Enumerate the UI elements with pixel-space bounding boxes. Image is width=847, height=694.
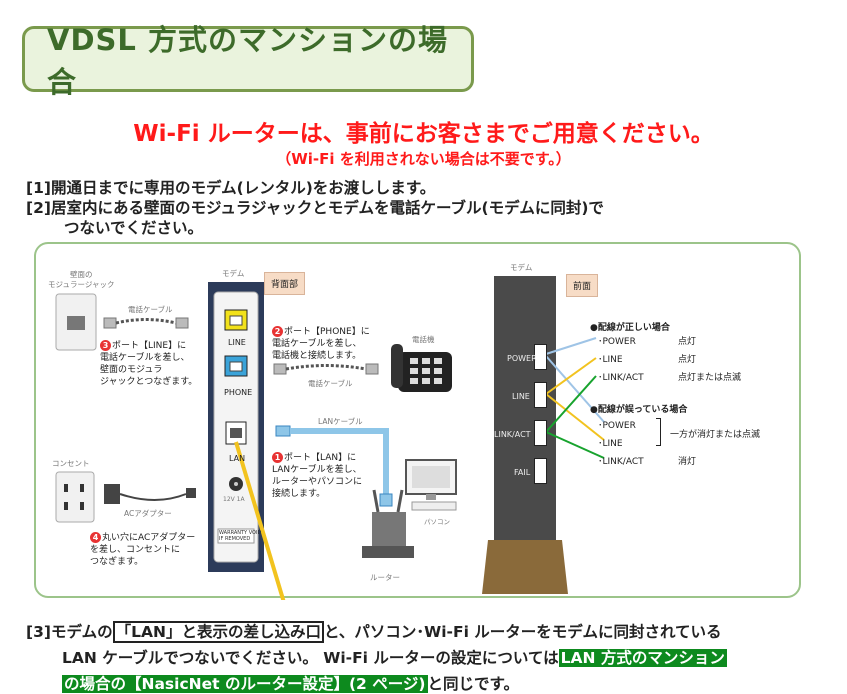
- led-fail-indicator: [534, 458, 547, 484]
- telephone-label: 電話機: [412, 335, 435, 344]
- correct-line: ･LINE: [598, 355, 623, 365]
- modem-back-label: モデム: [222, 269, 245, 278]
- correct-power-state: 点灯: [678, 337, 697, 347]
- phone-cable-label-right: 電話ケーブル: [308, 379, 353, 388]
- outlet-label: コンセント: [52, 459, 90, 468]
- correct-wiring-heading: ●配線が正しい場合: [590, 323, 670, 333]
- router-settings-ref-1[interactable]: LAN 方式のマンション: [558, 649, 727, 667]
- wrong-wiring-heading: ●配線が誤っている場合: [590, 405, 688, 415]
- phone-cable-wall: [115, 318, 177, 325]
- led-line-label: LINE: [512, 392, 530, 401]
- wrong-line: ･LINE: [598, 439, 623, 449]
- lan-cable-label: LANケーブル: [318, 417, 363, 426]
- step2-text: ポート【PHONE】に 電話ケーブルを差し、 電話機と接続します。: [272, 327, 370, 361]
- lan-port-callout: 「LAN」と表示の差し込み口: [112, 621, 325, 643]
- step-3-mid: と、パソコン･Wi-Fi ルーターをモデムに同封されている: [324, 623, 722, 641]
- step1-num: 1: [272, 452, 283, 463]
- section-title: VDSL 方式のマンションの場合: [47, 23, 448, 99]
- step-3-line3: の場合の【NasicNet のルーター設定】(2 ページ)と同じです。: [62, 672, 519, 694]
- front-tag: 前面: [566, 274, 599, 297]
- step-1: [1]開通日までに専用のモデム(レンタル)をお渡しします。: [26, 179, 436, 197]
- router-settings-ref-2[interactable]: の場合の【NasicNet のルーター設定】(2 ページ): [62, 675, 428, 693]
- step-2-line1: [2]居室内にある壁面のモジュラジャックとモデムを電話ケーブル(モデムに同封)で: [26, 199, 604, 217]
- correct-line-state: 点灯: [678, 355, 697, 365]
- step-3-line2-text: LAN ケーブルでつないでください。 Wi-Fi ルーターの設定については: [62, 649, 559, 667]
- router-notice: Wi-Fi ルーターは、事前にお客さまでご用意ください。: [133, 121, 714, 147]
- step3-text: ポート【LINE】に 電話ケーブルを差し、 壁面のモジュラ ジャックとつなぎます…: [100, 341, 198, 387]
- back-tag: 背面部: [264, 272, 306, 295]
- connection-diagram: 壁面の モジュラージャック 電話ケーブル モデム 背面部 前面 LINE PHO…: [34, 242, 801, 600]
- power-outlet: [55, 471, 95, 523]
- wall-jack-label: 壁面の モジュラージャック: [48, 270, 115, 289]
- wrong-linkact: ･LINK/ACT: [598, 457, 644, 467]
- led-power-indicator: [534, 344, 547, 370]
- correct-linkact: ･LINK/ACT: [598, 373, 644, 383]
- router-notice-note: （Wi-Fi を利用されない場合は不要です。）: [276, 150, 571, 168]
- step-2-line2: つないでください。: [64, 219, 204, 237]
- modem-front-stand: [482, 540, 568, 594]
- phone-cable-phone: [285, 364, 367, 371]
- lan-port-arrow: [234, 441, 286, 600]
- ac-adapter: [104, 484, 120, 504]
- led-line-indicator: [534, 382, 547, 408]
- power-spec: 12V 1A: [223, 496, 245, 503]
- lan-cable: [290, 428, 389, 494]
- lan-port-label: LAN: [229, 454, 246, 463]
- wall-jack-socket: [67, 316, 85, 330]
- correct-linkact-state: 点灯または点滅: [678, 373, 742, 383]
- step-3-line1: [3]モデムの「LAN」と表示の差し込み口と、パソコン･Wi-Fi ルーターをモ…: [26, 620, 722, 643]
- phone-port-label: PHONE: [224, 388, 253, 397]
- wrong-power: ･POWER: [598, 421, 636, 431]
- led-power-label: POWER: [507, 354, 537, 363]
- step4-num: 4: [90, 532, 101, 543]
- step1-text: ポート【LAN】に LANケーブルを差し、 ルーターやパソコンに 接続します。: [272, 453, 363, 499]
- step-3-suffix: と同じです。: [427, 675, 519, 693]
- router-label: ルーター: [370, 573, 400, 582]
- step3-num: 3: [100, 340, 111, 351]
- modem-front-body: [494, 276, 556, 540]
- modem-front-label: モデム: [510, 263, 533, 272]
- led-linkact-indicator: [534, 420, 547, 446]
- pc-label: パソコン: [424, 518, 450, 526]
- section-title-box: VDSL 方式のマンションの場合: [22, 23, 474, 99]
- warranty-label: WARRANTY VOID IF REMOVED: [219, 530, 262, 542]
- wrong-pair-bracket: [656, 418, 661, 446]
- step4-text: 丸い穴にACアダプター を差し、コンセントに つなぎます。: [90, 533, 196, 567]
- wrong-pair-state: 一方が消灯または点滅: [670, 430, 761, 440]
- correct-power: ･POWER: [598, 337, 636, 347]
- diagram-graphics: [55, 276, 605, 600]
- led-linkact-label: LINK/ACT: [494, 430, 531, 439]
- led-fail-label: FAIL: [514, 468, 531, 477]
- line-port-label: LINE: [228, 338, 246, 347]
- ac-adapter-label: ACアダプター: [124, 509, 172, 518]
- step2-num: 2: [272, 326, 283, 337]
- phone-cable-label: 電話ケーブル: [128, 305, 173, 314]
- wrong-linkact-state: 消灯: [678, 457, 697, 467]
- step-3-prefix: [3]モデムの: [26, 623, 113, 641]
